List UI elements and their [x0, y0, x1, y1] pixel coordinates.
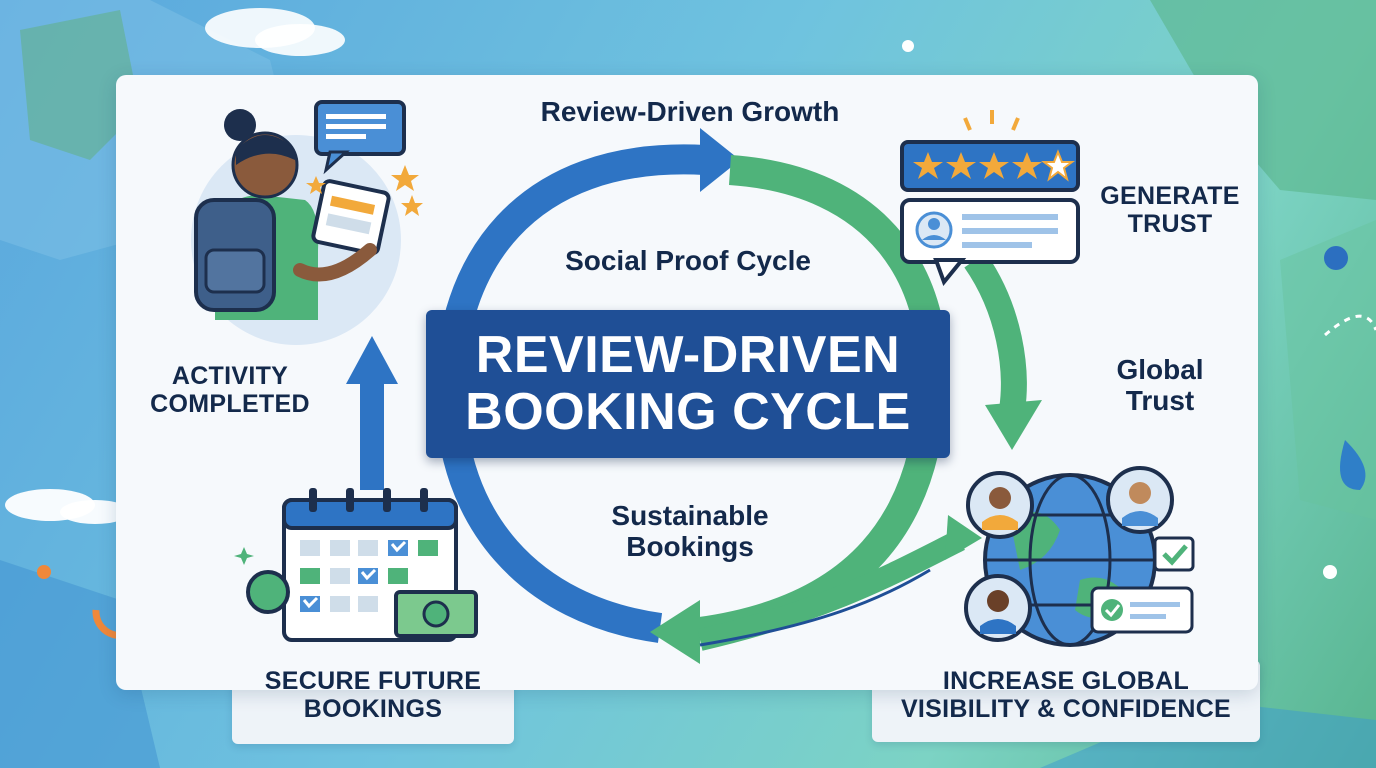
sustainable-bookings-label: Sustainable Bookings — [540, 500, 840, 563]
generate-trust-line2: TRUST — [1127, 210, 1213, 238]
cycle-title-line1: REVIEW-DRIVEN — [475, 325, 901, 384]
increase-visibility-label: INCREASE GLOBAL VISIBILITY & CONFIDENCE — [872, 667, 1260, 723]
cycle-title-box: REVIEW-DRIVEN BOOKING CYCLE — [426, 310, 950, 458]
globe-with-people-icon — [964, 466, 1195, 647]
review-driven-growth-label: Review-Driven Growth — [540, 96, 840, 127]
activity-completed-label: ACTIVITY COMPLETED — [130, 362, 330, 418]
activity-completed-line2: COMPLETED — [150, 390, 310, 418]
down-arrow — [964, 252, 1042, 450]
star-rating-review-icon — [900, 110, 1080, 286]
secure-future-bookings-line2: BOOKINGS — [303, 695, 443, 723]
cycle-title-line2: BOOKING CYCLE — [465, 383, 911, 441]
generate-trust-label: GENERATE TRUST — [1090, 182, 1250, 238]
up-arrow — [346, 336, 398, 490]
calendar-money-icon — [234, 488, 478, 642]
secure-future-bookings-line1: SECURE FUTURE — [264, 667, 482, 695]
increase-visibility-line1: INCREASE GLOBAL — [942, 667, 1190, 695]
social-proof-cycle-label: Social Proof Cycle — [565, 245, 811, 276]
sustainable-bookings-line2: Bookings — [626, 531, 754, 563]
traveler-with-tablet-icon — [191, 100, 423, 345]
return-arrow — [697, 515, 982, 651]
generate-trust-line1: GENERATE — [1100, 182, 1240, 210]
secure-future-bookings-label: SECURE FUTURE BOOKINGS — [232, 667, 514, 723]
global-trust-line2: Trust — [1125, 385, 1195, 417]
activity-completed-line1: ACTIVITY — [171, 362, 289, 390]
global-trust-label: Global Trust — [1080, 354, 1240, 417]
global-trust-line1: Global — [1116, 354, 1204, 385]
increase-visibility-line2: VISIBILITY & CONFIDENCE — [900, 695, 1232, 723]
sustainable-bookings-line1: Sustainable — [611, 500, 769, 531]
